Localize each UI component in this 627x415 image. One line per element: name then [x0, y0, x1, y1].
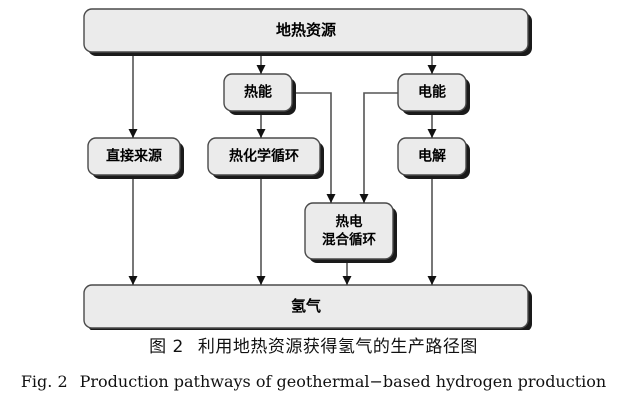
connector-layer — [132, 52, 433, 285]
arrowhead-icon — [326, 194, 336, 203]
node-label-thermochem: 热化学循环 — [229, 148, 299, 165]
arrowhead-icon — [427, 65, 437, 74]
arrowhead-icon — [427, 129, 437, 138]
node-geothermal[interactable]: 地热资源 — [83, 8, 532, 56]
arrowhead-icon — [342, 276, 352, 285]
arrowhead-icon — [256, 65, 266, 74]
figure-title-english: Production pathways of geothermal−based … — [79, 372, 607, 391]
node-label-electric: 电能 — [418, 84, 446, 101]
connector-electric-to-hybrid — [363, 92, 398, 203]
node-direct[interactable]: 直接来源 — [87, 137, 184, 179]
node-box — [87, 137, 181, 176]
node-box — [83, 284, 529, 329]
node-label-hydrogen: 氢气 — [291, 297, 321, 315]
node-label-electrolysis: 电解 — [418, 148, 446, 165]
figure-title-chinese: 利用地热资源获得氢气的生产路径图 — [197, 337, 478, 357]
node-electric[interactable]: 电能 — [397, 73, 470, 115]
figure-number-chinese: 图 2 — [149, 337, 184, 357]
node-label-hybrid: 热电 — [336, 213, 363, 230]
node-electrolysis[interactable]: 电解 — [397, 137, 470, 179]
node-box — [83, 8, 529, 53]
node-label-geothermal: 地热资源 — [276, 21, 336, 39]
arrowhead-icon — [256, 129, 266, 138]
node-label-thermal: 热能 — [244, 84, 272, 101]
figure-caption-chinese: 图 2 利用地热资源获得氢气的生产路径图 — [0, 332, 627, 357]
arrowhead-icon — [359, 194, 369, 203]
node-box — [207, 137, 321, 176]
figure-number-english: Fig. 2 — [20, 372, 68, 391]
node-thermal[interactable]: 热能 — [223, 73, 296, 115]
node-hydrogen[interactable]: 氢气 — [83, 284, 532, 330]
figure-caption-english: Fig. 2 Production pathways of geothermal−… — [0, 372, 627, 391]
arrowhead-icon — [256, 276, 266, 285]
node-box — [304, 202, 394, 260]
arrowhead-icon — [427, 276, 437, 285]
node-box — [223, 73, 293, 112]
node-label-hybrid: 混合循环 — [322, 231, 376, 248]
node-label-direct: 直接来源 — [106, 148, 162, 165]
node-thermochem[interactable]: 热化学循环 — [207, 137, 324, 179]
arrowhead-icon — [128, 129, 138, 138]
arrowhead-icon — [128, 276, 138, 285]
arrowhead-layer — [128, 65, 437, 285]
connector-thermal-to-hybrid — [292, 92, 332, 203]
